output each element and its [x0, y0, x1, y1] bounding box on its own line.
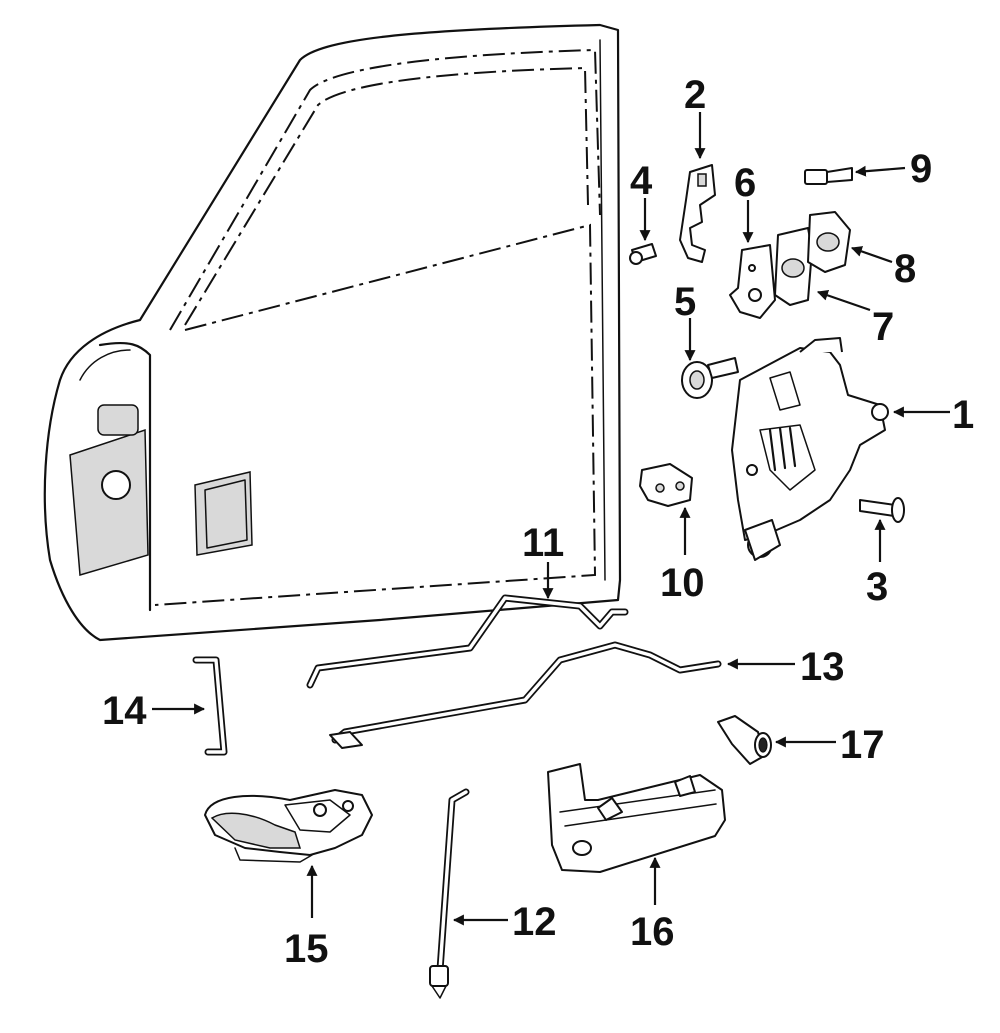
callout-11: 11 [522, 521, 564, 565]
part-15-inside-handle [204, 789, 373, 918]
callout-4: 4 [630, 159, 653, 203]
part-3-screw [859, 497, 905, 562]
part-17-lock-cylinder [717, 715, 836, 765]
callout-12: 12 [512, 900, 557, 944]
callout-15: 15 [284, 927, 329, 971]
callout-1: 1 [952, 393, 974, 437]
callout-7: 7 [872, 305, 894, 349]
callout-14: 14 [102, 689, 147, 733]
part-5-bumper [681, 318, 739, 399]
callout-5: 5 [674, 280, 696, 324]
callout-8: 8 [894, 247, 916, 291]
part-4-screw [629, 198, 657, 265]
door-shell [43, 23, 622, 642]
part-13-rod [329, 641, 795, 749]
callout-3: 3 [866, 565, 888, 609]
callout-17: 17 [840, 723, 885, 767]
callout-16: 16 [630, 910, 675, 954]
callout-6: 6 [734, 161, 756, 205]
callout-9: 9 [910, 147, 932, 191]
part-16-outside-handle [547, 763, 726, 905]
callout-2: 2 [684, 73, 706, 117]
part-9-bolt [804, 165, 906, 185]
part-11-rod [306, 562, 629, 689]
part-6-hinge-plate [729, 200, 776, 319]
part-8-plate [807, 211, 893, 273]
part-12-rod [429, 788, 508, 999]
part-7-plate [774, 227, 871, 312]
part-2-striker-bracket [679, 112, 716, 263]
part-10-clip [639, 463, 693, 555]
part-1-lock-assembly [731, 337, 950, 561]
part-14-rod [152, 656, 228, 756]
callout-13: 13 [800, 645, 845, 689]
callout-10: 10 [660, 561, 705, 605]
callout-labels: 1 2 3 4 5 6 7 8 9 10 11 12 13 14 15 16 1… [102, 73, 974, 971]
